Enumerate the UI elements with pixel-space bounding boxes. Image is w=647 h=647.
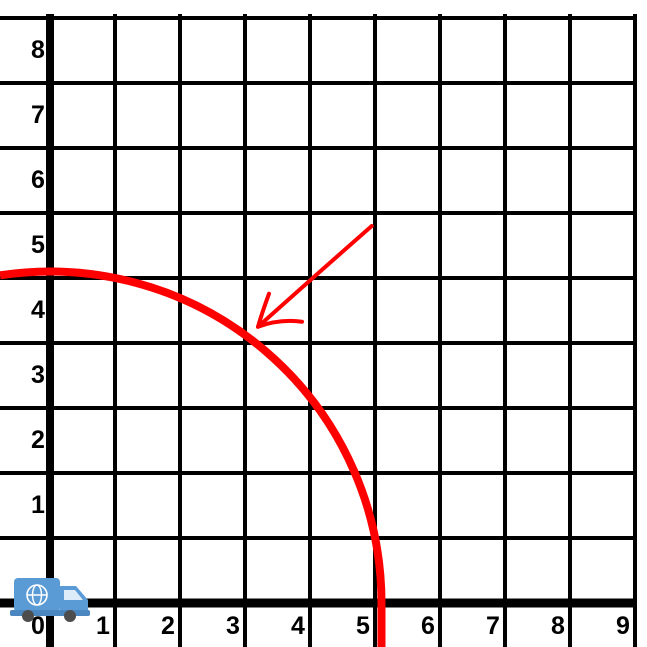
y-tick-label: 7: [31, 101, 45, 129]
y-tick-label: 3: [31, 361, 45, 389]
y-tick-label: 5: [31, 231, 45, 259]
marks: [0, 224, 386, 647]
x-tick-label: 9: [616, 612, 630, 640]
truck-wheel: [22, 610, 34, 622]
axes: [0, 14, 636, 647]
y-tick-label: 1: [31, 491, 45, 519]
x-tick-label: 1: [96, 612, 110, 640]
x-tick-label: 5: [356, 612, 370, 640]
tick-labels: 0123456789123456789: [31, 36, 630, 640]
y-tick-label: 2: [31, 426, 45, 454]
truck-bumper: [10, 610, 90, 616]
grid-lines: [0, 14, 637, 647]
x-tick-label: 0: [31, 612, 45, 640]
x-tick-label: 7: [486, 612, 500, 640]
truck-wheel: [64, 610, 76, 622]
y-tick-label: 8: [31, 36, 45, 64]
y-tick-label: 4: [31, 296, 45, 324]
arrow-shaft: [256, 224, 374, 329]
y-tick-label: 6: [31, 166, 45, 194]
x-tick-label: 3: [226, 612, 240, 640]
circle-arc: [0, 267, 386, 647]
x-tick-label: 8: [551, 612, 565, 640]
delivery-truck-icon: [10, 578, 90, 622]
x-tick-label: 2: [161, 612, 175, 640]
x-tick-label: 4: [291, 612, 305, 640]
truck-window: [64, 590, 83, 600]
arrow-head: [256, 291, 304, 329]
x-tick-label: 6: [421, 612, 435, 640]
